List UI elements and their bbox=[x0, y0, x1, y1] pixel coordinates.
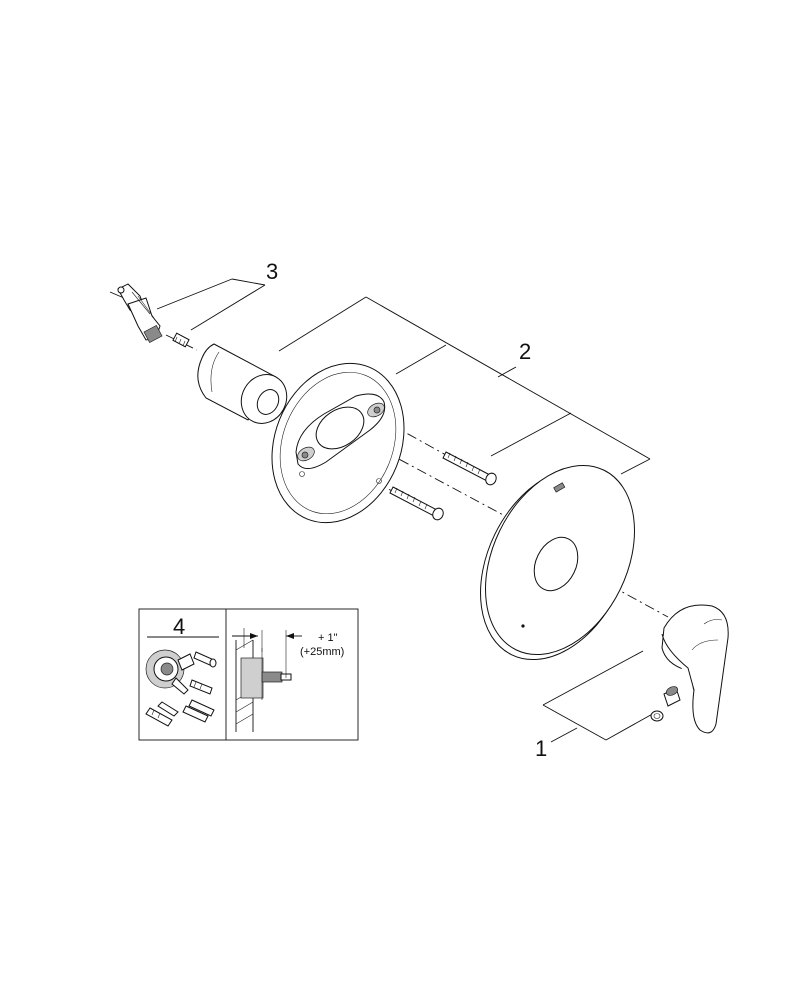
callout-2: 2 bbox=[519, 339, 531, 364]
escutcheon-plate-part bbox=[480, 464, 635, 661]
lever-handle-part bbox=[661, 604, 729, 734]
kit-plug-part bbox=[193, 651, 217, 668]
handle-screw-part bbox=[663, 686, 681, 707]
kit-screw-part bbox=[189, 679, 213, 695]
kit-nut-part bbox=[182, 699, 215, 723]
rough-in-valve-section bbox=[240, 648, 292, 700]
callout-3: 3 bbox=[266, 259, 278, 284]
dimension-label-metric: (+25mm) bbox=[300, 646, 344, 658]
set-screw-part bbox=[172, 332, 190, 348]
sleeve-part bbox=[197, 343, 288, 424]
callout-1: 1 bbox=[535, 736, 547, 761]
cartridge-stem-part bbox=[109, 283, 163, 344]
leader-lines-1 bbox=[542, 650, 657, 743]
valve-body-part bbox=[145, 649, 195, 695]
backing-plate-part bbox=[271, 362, 405, 524]
leader-lines-2 bbox=[278, 296, 651, 475]
mounting-screw-upper bbox=[442, 451, 497, 486]
handle-cap-part bbox=[650, 710, 664, 722]
dimension-arrows bbox=[232, 630, 302, 678]
leader-lines-3 bbox=[156, 278, 266, 331]
dimension-label-imperial: + 1" bbox=[318, 632, 338, 644]
inset-panel bbox=[138, 608, 359, 741]
callout-4: 4 bbox=[173, 614, 185, 639]
mounting-screw-lower bbox=[389, 486, 444, 521]
kit-bolt-part bbox=[145, 701, 179, 727]
